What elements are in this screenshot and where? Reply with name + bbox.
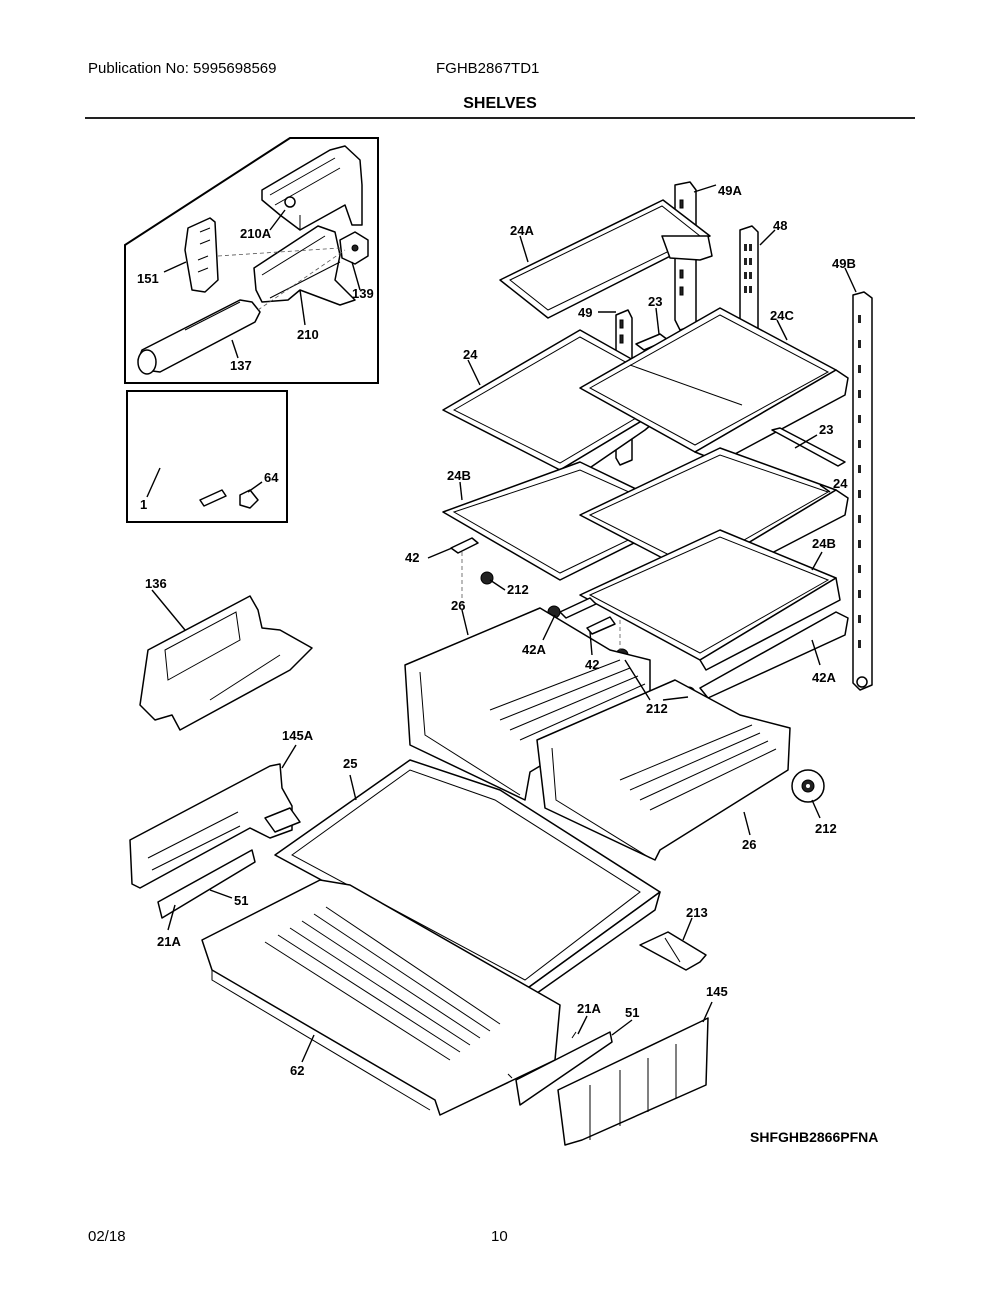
label-26-right[interactable]: 26: [742, 837, 756, 852]
inset-water-line: 1 64: [126, 390, 288, 523]
label-48[interactable]: 48: [773, 218, 787, 233]
label-212-a[interactable]: 212: [507, 582, 529, 597]
drawing-code: SHFGHB2866PFNA: [750, 1129, 878, 1145]
label-42A-right[interactable]: 42A: [812, 670, 836, 685]
label-151[interactable]: 151: [137, 271, 159, 286]
publication-number: Publication No: 5995698569: [88, 60, 277, 77]
part-212-roller-a[interactable]: [480, 571, 494, 585]
inset-frame: [126, 390, 288, 523]
label-24-lower[interactable]: 24: [833, 476, 848, 491]
part-145A-pantry-slide-left[interactable]: [129, 763, 301, 889]
part-24B-glass-shelf-crisper-cover[interactable]: [579, 529, 841, 671]
section-title: SHELVES: [463, 95, 537, 112]
label-24C[interactable]: 24C: [770, 308, 794, 323]
part-42-crisper-bracket-center[interactable]: [586, 616, 616, 635]
label-49B[interactable]: 49B: [832, 256, 856, 271]
label-1[interactable]: 1: [140, 497, 147, 512]
label-213[interactable]: 213: [686, 905, 708, 920]
label-26-left[interactable]: 26: [451, 598, 465, 613]
part-136-door-bin-handle[interactable]: [139, 595, 313, 731]
part-213-hinge-cover[interactable]: [639, 931, 707, 971]
label-139[interactable]: 139: [352, 286, 374, 301]
inset-frame: [124, 137, 379, 384]
label-64[interactable]: 64: [264, 470, 279, 485]
part-51-slide-rail-left[interactable]: [157, 849, 256, 919]
label-23-lower[interactable]: 23: [819, 422, 833, 437]
label-136[interactable]: 136: [145, 576, 167, 591]
part-23-shelf-support-lower[interactable]: [771, 427, 846, 467]
label-24B-upper[interactable]: 24B: [447, 468, 471, 483]
label-42-left[interactable]: 42: [405, 550, 419, 565]
label-21A-right[interactable]: 21A: [577, 1001, 601, 1016]
part-26-crisper-drawer-right[interactable]: [536, 679, 791, 861]
label-42A-left[interactable]: 42A: [522, 642, 546, 657]
part-49B-shelf-ladder-right[interactable]: [852, 291, 873, 691]
part-210-filter-shroud[interactable]: [253, 225, 356, 306]
label-24-upper[interactable]: 24: [463, 347, 478, 362]
label-62[interactable]: 62: [290, 1063, 304, 1078]
label-24B-lower[interactable]: 24B: [812, 536, 836, 551]
label-23-upper[interactable]: 23: [648, 294, 662, 309]
label-51-right[interactable]: 51: [625, 1005, 639, 1020]
part-51-slide-rail-right[interactable]: [515, 1031, 613, 1106]
header-divider: [85, 117, 915, 119]
label-42-center[interactable]: 42: [585, 657, 599, 672]
label-49A[interactable]: 49A: [718, 183, 742, 198]
page-number: 10: [491, 1228, 508, 1245]
label-51-left[interactable]: 51: [234, 893, 248, 908]
part-24C-glass-shelf-upper-right[interactable]: [579, 307, 849, 463]
part-1-water-tubing[interactable]: [133, 408, 277, 507]
part-151-filter-cover[interactable]: [184, 217, 219, 293]
part-62-pantry-drawer[interactable]: [201, 879, 561, 1116]
label-212-c[interactable]: 212: [815, 821, 837, 836]
inset-water-filter: 210A 151 139 210 137: [124, 137, 379, 384]
part-64-tube-clamp[interactable]: [239, 489, 259, 509]
label-210A[interactable]: 210A: [240, 226, 272, 241]
part-210A-filter-housing-cover[interactable]: [261, 145, 363, 231]
label-49[interactable]: 49: [578, 305, 592, 320]
part-48-shelf-ladder-center[interactable]: [739, 225, 759, 336]
part-labels: 49A 48 24A 49B 49 23 24C 24 23 24B 24 42…: [145, 183, 856, 1078]
part-137-water-filter-cartridge[interactable]: [137, 299, 261, 375]
label-21A-left[interactable]: 21A: [157, 934, 181, 949]
label-25[interactable]: 25: [343, 756, 357, 771]
label-145[interactable]: 145: [706, 984, 728, 999]
part-42-shelf-bracket-left[interactable]: [450, 537, 479, 554]
leader-lines: [151, 184, 857, 1063]
part-212-roller-detail[interactable]: [791, 769, 825, 803]
label-210[interactable]: 210: [297, 327, 319, 342]
label-24A[interactable]: 24A: [510, 223, 534, 238]
part-24A-glass-shelf-top[interactable]: [499, 199, 713, 319]
footer-date: 02/18: [88, 1228, 126, 1245]
part-145-pantry-slide-right[interactable]: [557, 1017, 709, 1146]
label-145A[interactable]: 145A: [282, 728, 314, 743]
label-212-b[interactable]: 212: [646, 701, 668, 716]
part-139-filter-head[interactable]: [339, 231, 369, 265]
part-21A-screw-right[interactable]: [507, 1031, 577, 1079]
label-137[interactable]: 137: [230, 358, 252, 373]
part-42A-crisper-rail-left[interactable]: [559, 597, 597, 619]
model-number: FGHB2867TD1: [436, 60, 540, 77]
